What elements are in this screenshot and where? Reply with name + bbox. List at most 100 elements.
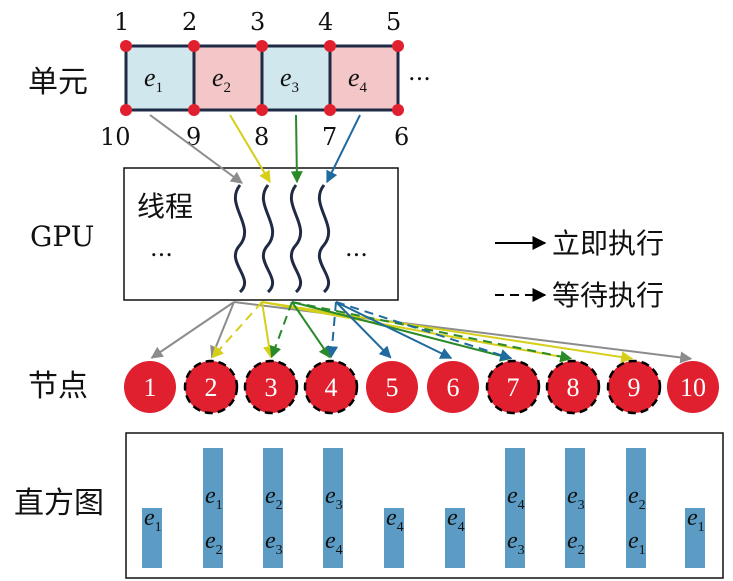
histogram-label-4-2: e4 [325,528,343,558]
histogram-bar-7 [505,448,525,568]
element-cell-3 [260,44,332,112]
node-label-5: 5 [386,373,399,402]
bottom-corner-point-2 [188,104,200,116]
node-8 [545,359,601,415]
legend: 立即执行 等待执行 [495,227,664,312]
thread-2 [261,184,275,294]
thread-4 [317,184,331,294]
gpu-right-ellipsis: ... [345,234,368,262]
node-arrow-11 [291,301,573,363]
histogram-box [125,432,724,579]
top-corner-point-2 [188,40,200,52]
bottom-node-number-6: 6 [394,123,409,151]
histogram-label-3-2: e3 [265,528,283,558]
histogram-label-9-2: e1 [628,528,646,558]
node-2 [183,359,239,415]
node-label-4: 4 [325,373,338,402]
gpu-row-label: GPU [30,220,94,253]
element-arrow-4 [326,114,361,184]
top-corner-point-3 [256,40,268,52]
histogram-bar-2 [203,448,223,568]
elements-row-label: 单元 [28,65,88,100]
bottom-node-number-7: 7 [322,123,337,151]
histogram-label-8-1: e3 [567,483,585,513]
node-10 [667,361,719,413]
node-arrow-4 [211,301,263,359]
element-arrow-3 [290,114,303,184]
node-5 [366,361,418,413]
element-label-4: e4 [348,63,368,96]
elements-ellipsis: ... [408,58,431,86]
node-label-1: 1 [144,373,157,402]
node-9 [606,359,662,415]
bottom-corner-point-5 [392,104,404,116]
legend-immediate-label: 立即执行 [552,227,664,260]
node-label-10: 10 [680,373,706,402]
gpu-box [123,167,399,301]
histogram-bar-1 [142,508,162,568]
element-cell-1 [124,44,196,112]
node-arrow-10 [291,301,513,362]
element-label-2: e2 [212,63,231,96]
legend-waiting-label: 等待执行 [552,279,664,312]
gpu-threads [233,184,331,294]
node-arrow-14 [335,301,453,360]
top-node-number-2: 2 [182,8,197,36]
node-3 [243,359,299,415]
node-7 [485,359,541,415]
element-label-1: e1 [144,63,163,96]
histogram-label-10-1: e1 [687,505,705,535]
histogram-bar-6 [445,508,465,568]
node-arrow-1 [150,301,235,359]
node-1 [124,361,176,413]
histogram-bar-10 [685,508,705,568]
bottom-node-number-8: 8 [254,123,269,151]
element-label-3: e3 [280,63,299,96]
element-arrow-2 [229,114,271,184]
histogram-label-5-1: e4 [386,505,404,535]
histogram-bar-8 [565,448,585,568]
node-arrow-5 [261,301,275,359]
element-cell-2 [192,44,264,112]
node-arrow-9 [291,301,331,359]
thread-to-node-arrows [150,301,693,364]
node-arrow-15 [335,301,513,361]
histogram-bar-5 [384,508,404,568]
histogram-bar-9 [626,448,646,568]
top-node-number-1: 1 [114,8,129,36]
node-label-9: 9 [628,373,641,402]
histogram-label-8-2: e2 [567,528,585,558]
element-cell-4 [328,44,400,112]
histogram-bar-3 [263,448,283,568]
element-arrow-1 [149,114,243,184]
node-arrow-6 [261,301,573,363]
node-arrow-8 [269,301,293,359]
histogram-label-2-1: e1 [205,483,223,513]
histogram-label-2-2: e2 [205,528,223,558]
thread-3 [289,184,303,294]
gpu-left-ellipsis: ... [150,234,173,262]
thread-1 [233,184,247,294]
bottom-corner-point-3 [256,104,268,116]
histogram-label-9-1: e2 [628,483,646,513]
histogram-bar-4 [323,448,343,568]
node-6 [427,361,479,413]
node-label-8: 8 [567,373,580,402]
node-label-3: 3 [265,373,278,402]
node-label-6: 6 [447,373,460,402]
node-arrow-7 [261,301,634,363]
node-label-7: 7 [507,373,520,402]
top-node-number-3: 3 [250,8,265,36]
histogram-label-7-1: e4 [507,483,525,513]
node-arrow-12 [326,301,339,359]
nodes-row-label: 节点 [28,369,88,404]
histogram-label-4-1: e3 [325,483,343,513]
top-corner-point-5 [392,40,404,52]
threads-label: 线程 [137,190,193,223]
histogram-label-6-1: e4 [447,505,465,535]
bottom-corner-point-1 [120,104,132,116]
